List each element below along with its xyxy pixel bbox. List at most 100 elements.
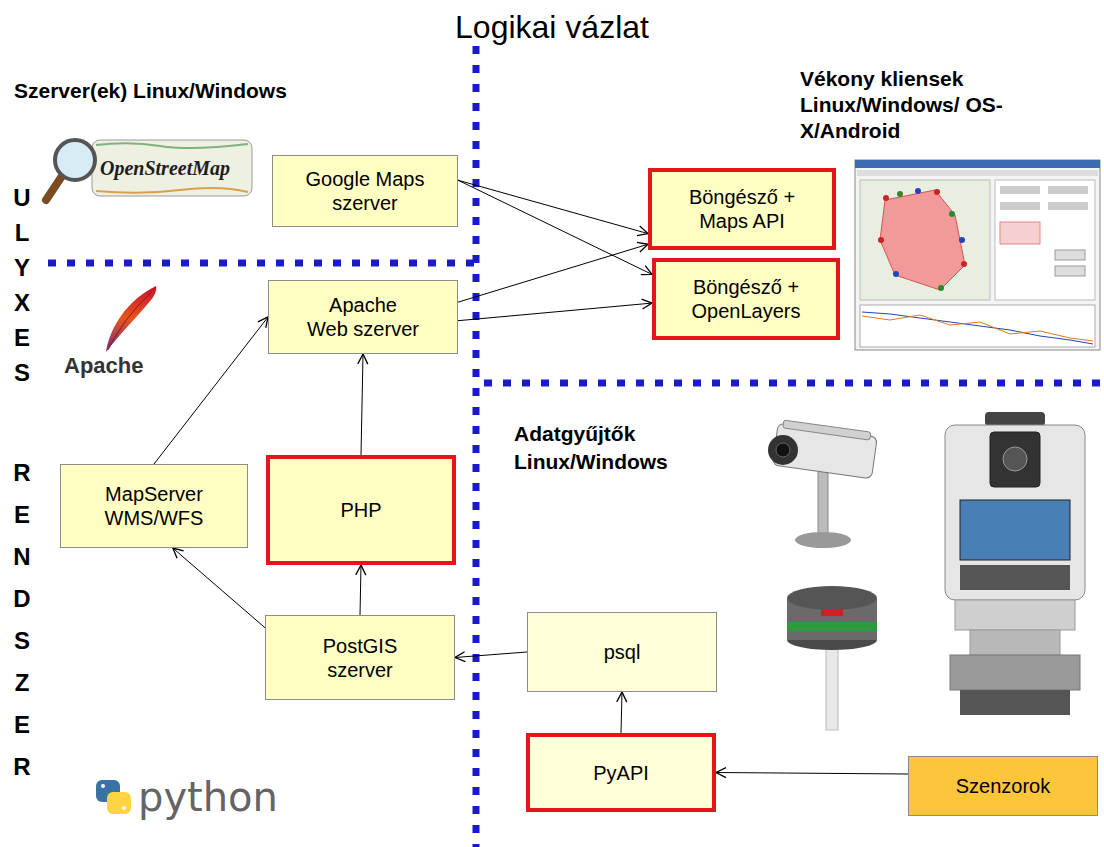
screenshot-illustration-part — [1048, 202, 1088, 210]
total-station-illustration-part — [1003, 447, 1027, 471]
box-label: PHP — [340, 498, 381, 522]
osm-logo-part — [55, 140, 95, 180]
apache-feather-part — [108, 292, 152, 350]
section-heading: Vékony kliensek Linux/Windows/ OS-X/Andr… — [800, 66, 1080, 144]
process-box: psql — [527, 612, 717, 692]
gps-receiver-illustration-part — [787, 622, 877, 631]
logo-text: OpenStreetMap — [100, 156, 230, 181]
total-station-illustration — [945, 412, 1085, 715]
section-heading: Adatgyűjtők Linux/Windows — [514, 420, 744, 476]
region-divider — [48, 46, 1104, 847]
screenshot-illustration-part — [855, 160, 1100, 350]
region-divider-part — [473, 46, 480, 847]
gps-receiver-illustration-part — [826, 645, 838, 730]
camera-illustration-part — [776, 443, 790, 457]
connector-arrow — [361, 354, 363, 455]
osm-logo — [46, 140, 252, 200]
total-station-illustration-part — [950, 655, 1080, 690]
screenshot-illustration-part — [1000, 202, 1040, 210]
connector-arrow — [458, 180, 652, 274]
camera-illustration-part — [772, 419, 877, 478]
process-box: PyAPI — [526, 733, 716, 812]
osm-logo-part — [96, 188, 248, 193]
screenshot-illustration-part — [938, 285, 944, 291]
camera-illustration-part — [768, 435, 798, 465]
diagram-title: Logikai vázlat — [0, 8, 1104, 46]
total-station-illustration-part — [945, 425, 1085, 600]
box-label: Böngésző + OpenLayers — [684, 275, 808, 323]
screenshot-illustration-part — [1055, 266, 1085, 276]
screenshot-illustration-part — [961, 261, 967, 267]
connector-arrow — [716, 773, 908, 775]
box-label: Apache Web szerver — [306, 293, 420, 341]
connector-arrow — [154, 317, 268, 464]
total-station-illustration-part — [955, 600, 1075, 630]
total-station-illustration-part — [990, 432, 1040, 487]
screenshot-illustration — [855, 160, 1100, 350]
total-station-illustration-part — [960, 690, 1070, 715]
process-box: Apache Web szerver — [268, 280, 458, 354]
process-box: PostGIS szerver — [265, 615, 455, 700]
region-divider-part — [484, 380, 1104, 387]
section-heading: Szerver(ek) Linux/Windows — [14, 78, 287, 104]
box-label: Google Maps szerver — [295, 167, 435, 215]
box-label: PyAPI — [593, 761, 649, 785]
vertical-system-name: RENDSZER — [10, 452, 34, 788]
screenshot-illustration-part — [1048, 186, 1088, 194]
screenshot-illustration-part — [1000, 186, 1040, 194]
box-label: Böngésző + Maps API — [682, 185, 802, 233]
screenshot-illustration-part — [893, 271, 899, 277]
process-box: Szenzorok — [908, 756, 1098, 816]
process-box: Google Maps szerver — [272, 155, 458, 227]
screenshot-illustration-part — [878, 237, 884, 243]
process-box: Böngésző + OpenLayers — [652, 258, 840, 340]
screenshot-illustration-part — [880, 190, 965, 290]
logo-text: Apache — [64, 352, 143, 380]
connector-arrow — [173, 548, 265, 628]
screenshot-illustration-part — [860, 180, 990, 300]
screenshot-illustration-part — [959, 237, 965, 243]
connector-arrow — [360, 565, 361, 615]
vertical-system-name: ULYXES — [10, 180, 34, 390]
apache-feather-part — [106, 286, 156, 352]
camera-illustration — [768, 419, 878, 548]
logo-text: python — [138, 772, 278, 822]
screenshot-illustration-part — [883, 195, 889, 201]
camera-illustration-part — [783, 420, 871, 440]
screenshot-illustration-part — [857, 170, 1098, 176]
total-station-illustration-part — [960, 500, 1070, 560]
total-station-illustration-part — [985, 412, 1045, 426]
box-label: Szenzorok — [956, 774, 1051, 798]
osm-logo-part — [92, 140, 252, 196]
python-logo-part — [101, 784, 105, 788]
screenshot-illustration-part — [862, 315, 1093, 341]
process-box: Böngésző + Maps API — [648, 168, 836, 250]
camera-illustration-part — [818, 470, 828, 534]
screenshot-illustration-part — [934, 189, 940, 195]
screenshot-illustration-part — [1000, 222, 1040, 244]
total-station-illustration-part — [960, 565, 1070, 590]
process-box: MapServer WMS/WFS — [60, 464, 248, 548]
total-station-illustration-part — [970, 630, 1060, 655]
python-logo-part — [122, 806, 126, 810]
connector-arrow — [621, 692, 622, 733]
python-logo — [96, 780, 131, 814]
screenshot-illustration-part — [855, 160, 1100, 168]
box-label: psql — [604, 640, 641, 664]
screenshot-illustration-part — [860, 305, 1095, 347]
box-label: MapServer WMS/WFS — [98, 482, 210, 530]
process-box: PHP — [266, 455, 456, 565]
screenshot-illustration-part — [897, 191, 903, 197]
osm-logo-part — [46, 176, 62, 200]
screenshot-illustration-part — [1055, 250, 1085, 260]
screenshot-illustration-part — [915, 188, 921, 194]
osm-logo-part — [96, 143, 248, 148]
screenshot-illustration-part — [995, 180, 1095, 300]
apache-feather — [106, 286, 156, 352]
screenshot-illustration-part — [862, 312, 1093, 344]
gps-receiver-illustration-part — [787, 586, 877, 610]
region-divider-part — [48, 260, 476, 267]
python-logo-part — [107, 792, 131, 814]
connector-arrow — [458, 180, 648, 233]
